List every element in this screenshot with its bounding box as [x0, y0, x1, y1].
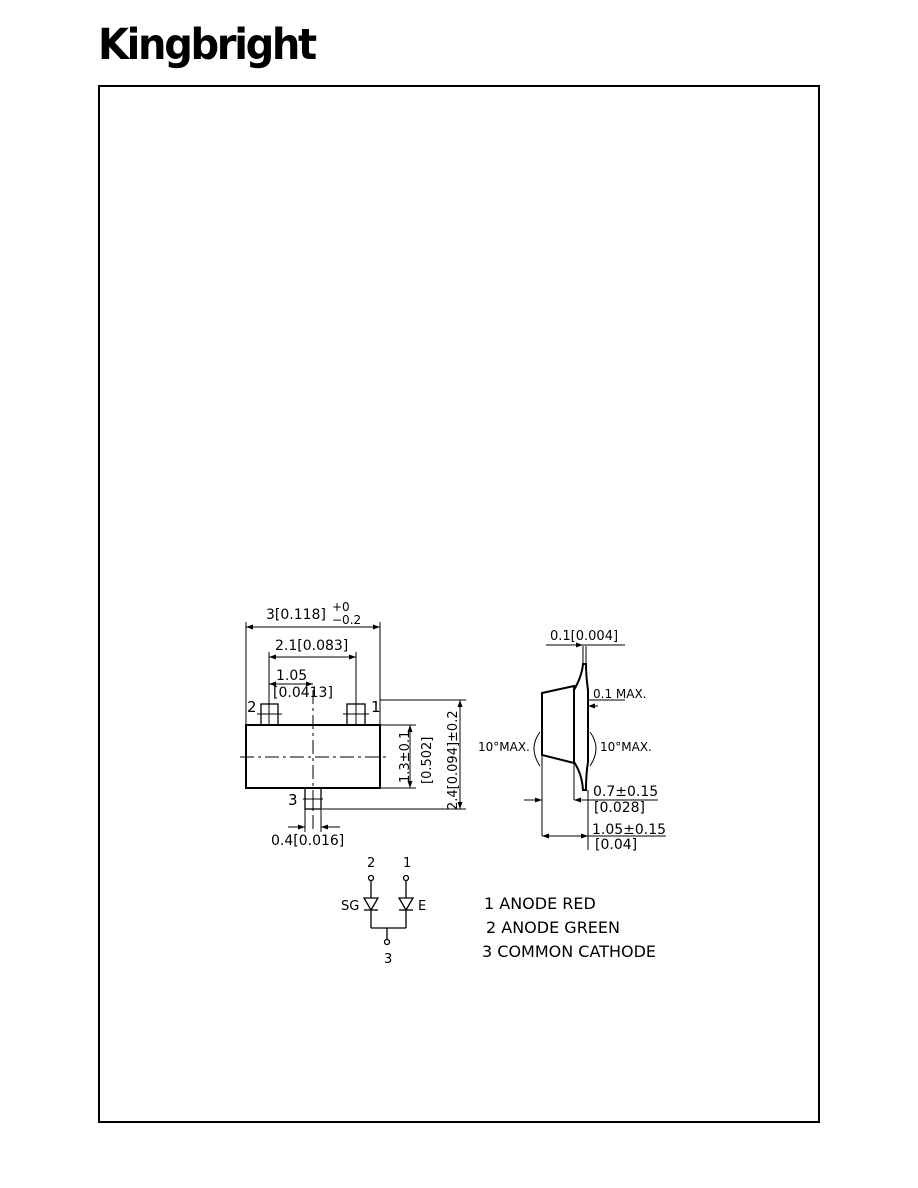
- sch-e-label: E: [418, 899, 426, 914]
- pin1-label: 1: [371, 698, 381, 716]
- dim-foot-in: [0.028]: [594, 800, 645, 816]
- dim-overall-width-tol-minus: −0.2: [332, 613, 361, 627]
- sch-pin1-terminal: [402, 874, 410, 882]
- side-body-outline: [541, 684, 575, 765]
- sch-pin2-terminal: [367, 874, 375, 882]
- sch-pin3-label: 3: [384, 952, 392, 967]
- pin2-label: 2: [247, 698, 257, 716]
- dim-lead-width: 0.4[0.016]: [271, 833, 344, 849]
- dim-height-in: [0.04]: [595, 837, 637, 853]
- legend-pin2: 2 ANODE GREEN: [486, 918, 620, 937]
- legend-pin1: 1 ANODE RED: [484, 894, 596, 913]
- sch-pin2-label: 2: [367, 856, 375, 871]
- green-led-symbol: [362, 897, 380, 912]
- dim-overall-width-tol-plus: +0: [332, 600, 350, 614]
- dim-body-height-in: [0.502]: [420, 737, 435, 784]
- dim-lead-thickness: 0.1[0.004]: [550, 629, 618, 644]
- dim-body-height-mm: 1.3±0.1: [398, 731, 413, 783]
- angle-left: 10°MAX.: [478, 740, 530, 754]
- drawing-frame: [98, 85, 820, 1123]
- dim-standoff: 0.1 MAX.: [593, 687, 647, 701]
- red-led-symbol: [397, 897, 415, 912]
- sch-pin1-label: 1: [403, 856, 411, 871]
- dim-half-spacing-in: [0.0413]: [273, 685, 333, 701]
- dim-overall-width: 3[0.118]: [266, 607, 326, 623]
- dim-height-mm: 1.05±0.15: [592, 822, 666, 838]
- brand-logo: Kingbright: [98, 20, 317, 70]
- sch-pin3-terminal: [383, 938, 391, 946]
- legend-pin3: 3 COMMON CATHODE: [482, 942, 656, 961]
- dim-pin-spacing: 2.1[0.083]: [275, 638, 348, 654]
- side-lead-outline: [573, 663, 589, 791]
- dim-total-height: 2.4[0.094]±0.2: [446, 710, 461, 810]
- pin3-label: 3: [288, 791, 298, 809]
- sch-sg-label: SG: [341, 899, 359, 914]
- angle-right: 10°MAX.: [600, 740, 652, 754]
- dim-half-spacing-mm: 1.05: [276, 668, 307, 684]
- dim-foot-mm: 0.7±0.15: [593, 784, 658, 800]
